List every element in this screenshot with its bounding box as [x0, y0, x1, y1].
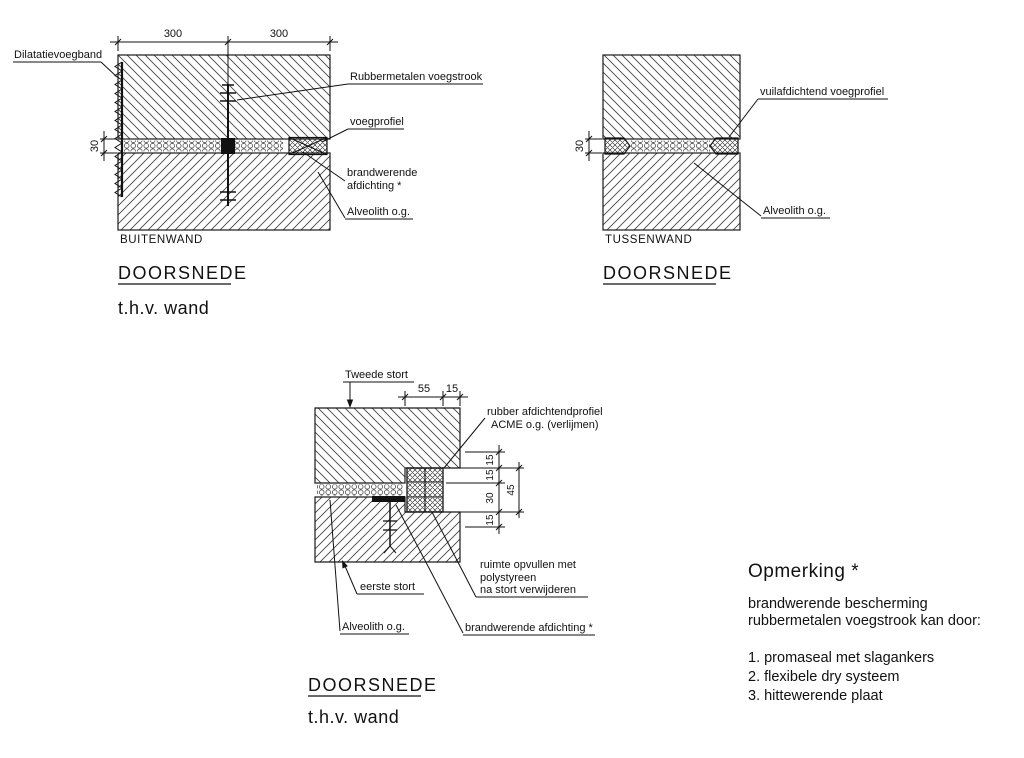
- label-rubber-profiel-line2: ACME o.g. (verlijmen): [491, 419, 599, 431]
- dimension-right-chain: [446, 445, 524, 534]
- dim-30: 30: [574, 140, 586, 152]
- wall-bottom-block: [602, 152, 741, 231]
- voegprofiel-element: [288, 136, 328, 156]
- label-ruimte-line3: na stort verwijderen: [480, 584, 576, 596]
- label-rubber-profiel-line1: rubber afdichtendprofiel: [487, 406, 603, 418]
- rubber-seal-profile: [406, 467, 444, 513]
- section-drawing-tussenwand: 30 vuilafdichtend voegprofiel Alveolith …: [574, 54, 888, 285]
- dim-15-top: 15: [446, 383, 458, 395]
- section-subtitle: t.h.v. wand: [118, 298, 209, 318]
- alveolith-joint-filler: [123, 140, 283, 152]
- dimension-left-30: [100, 131, 117, 161]
- dim-55: 55: [418, 383, 430, 395]
- wall-caption-buitenwand: BUITENWAND: [120, 234, 203, 246]
- dim-15-c: 15: [485, 514, 496, 526]
- alveolith-joint-filler: [630, 140, 710, 152]
- dilatation-band: [114, 61, 124, 198]
- label-brandwerende-line2: afdichting *: [347, 180, 402, 192]
- arrowhead-eerste-stort: [342, 560, 348, 569]
- arrowhead-tweede-stort: [346, 399, 354, 408]
- note-line-1: brandwerende bescherming: [748, 596, 928, 612]
- wall-caption-tussenwand: TUSSENWAND: [605, 234, 692, 246]
- section-drawing-buitenwand: 300 300 30 Dilatatievoegband Rubbermetal…: [13, 28, 483, 318]
- leader-lines-stortnaad: [329, 381, 595, 636]
- label-ruimte-line1: ruimte opvullen met: [480, 559, 576, 571]
- label-voegprofiel: voegprofiel: [350, 116, 404, 128]
- label-alveolith: Alveolith o.g.: [347, 206, 410, 218]
- section-subtitle: t.h.v. wand: [308, 707, 399, 727]
- dimension-top-55-15: [398, 391, 468, 406]
- wall-top-block: [602, 54, 741, 140]
- fire-seal-plate-and-anchor: [372, 496, 405, 554]
- note-item-1: 1. promaseal met slagankers: [748, 650, 934, 666]
- leader-lines-buitenwand: [13, 61, 483, 220]
- section-title: DOORSNEDE: [603, 263, 733, 283]
- dim-15-b: 15: [485, 469, 496, 481]
- label-rubbermetalen-voegstrook: Rubbermetalen voegstrook: [350, 71, 483, 83]
- dim-45: 45: [506, 484, 517, 496]
- note-title: Opmerking *: [748, 561, 859, 582]
- section-title: DOORSNEDE: [308, 675, 438, 695]
- label-eerste-stort: eerste stort: [360, 581, 415, 593]
- dim-30: 30: [485, 492, 496, 504]
- voegprofiel-left: [604, 137, 631, 155]
- label-vuilafdichtend-voegprofiel: vuilafdichtend voegprofiel: [760, 86, 884, 98]
- dim-15-a: 15: [485, 454, 496, 466]
- label-brandwerende-line1: brandwerende: [347, 167, 417, 179]
- dimension-top-300: [110, 36, 338, 51]
- note-item-3: 3. hittewerende plaat: [748, 688, 883, 704]
- label-tweede-stort: Tweede stort: [345, 369, 408, 381]
- note-block: Opmerking * brandwerende bescherming rub…: [748, 561, 981, 704]
- dim-30: 30: [89, 140, 101, 152]
- leader-lines-tussenwand: [693, 98, 888, 219]
- label-brandwerende-afdichting: brandwerende afdichting *: [465, 622, 594, 634]
- note-item-2: 2. flexibele dry systeem: [748, 669, 900, 685]
- voegprofiel-right: [709, 137, 739, 155]
- section-drawing-stortnaad: 55 15 15 15 30 45 15: [308, 369, 603, 727]
- dim-300-left: 300: [164, 28, 182, 40]
- second-pour-block: [314, 407, 461, 484]
- dimension-left-30: [585, 131, 602, 161]
- dim-300-right: 300: [270, 28, 288, 40]
- note-line-2: rubbermetalen voegstrook kan door:: [748, 613, 981, 629]
- alveolith-joint-filler: [317, 484, 403, 496]
- label-alveolith: Alveolith o.g.: [763, 205, 826, 217]
- wall-top-block: [117, 54, 331, 140]
- label-dilatatievoegband: Dilatatievoegband: [14, 49, 102, 61]
- section-title: DOORSNEDE: [118, 263, 248, 283]
- label-ruimte-line2: polystyreen: [480, 572, 536, 584]
- rubbermetalen-voegstrook-element: [220, 45, 236, 206]
- label-alveolith: Alveolith o.g.: [342, 621, 405, 633]
